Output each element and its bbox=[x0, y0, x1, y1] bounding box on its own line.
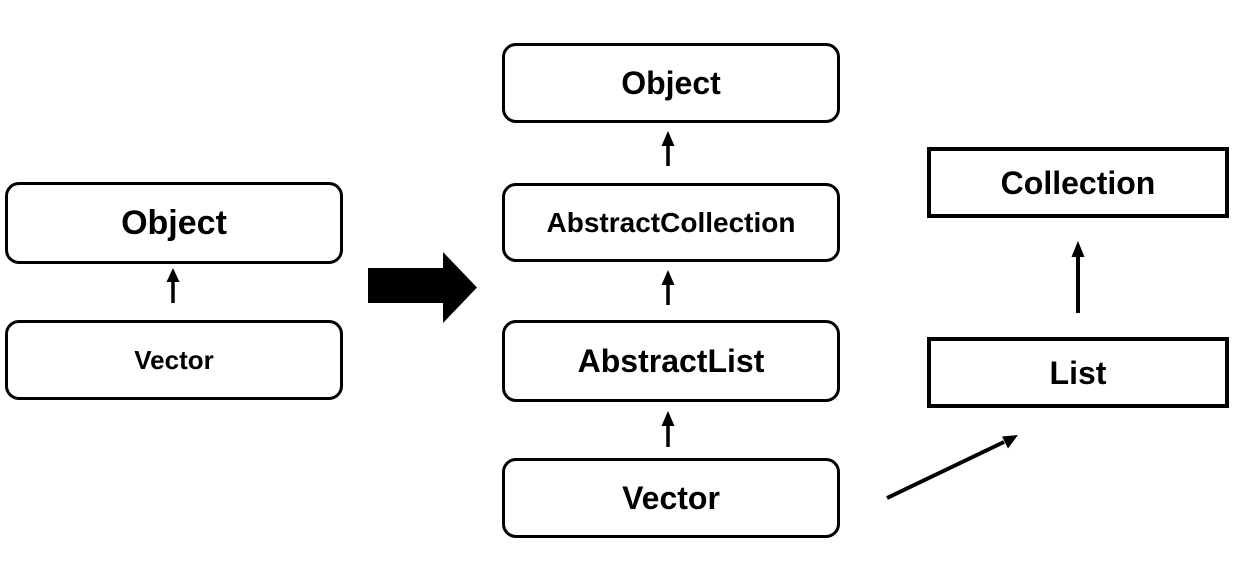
arrow-vector-to-list bbox=[886, 435, 1018, 500]
node-abstract-list: AbstractList bbox=[502, 320, 840, 402]
arrow-abstractlist-to-abstractcollection bbox=[661, 270, 675, 305]
node-before-vector: Vector bbox=[5, 320, 343, 400]
node-interface-collection: Collection bbox=[927, 147, 1229, 218]
arrow-before-vector-to-object bbox=[166, 268, 180, 303]
big-right-arrow bbox=[368, 252, 477, 323]
node-abstract-collection: AbstractCollection bbox=[502, 183, 840, 262]
arrow-abstractcollection-to-object bbox=[661, 131, 675, 166]
node-before-object: Object bbox=[5, 182, 343, 264]
arrow-vector-to-abstractlist bbox=[661, 411, 675, 447]
node-after-object: Object bbox=[502, 43, 840, 123]
arrow-list-to-collection bbox=[1071, 241, 1085, 313]
node-after-vector: Vector bbox=[502, 458, 840, 538]
node-interface-list: List bbox=[927, 337, 1229, 408]
